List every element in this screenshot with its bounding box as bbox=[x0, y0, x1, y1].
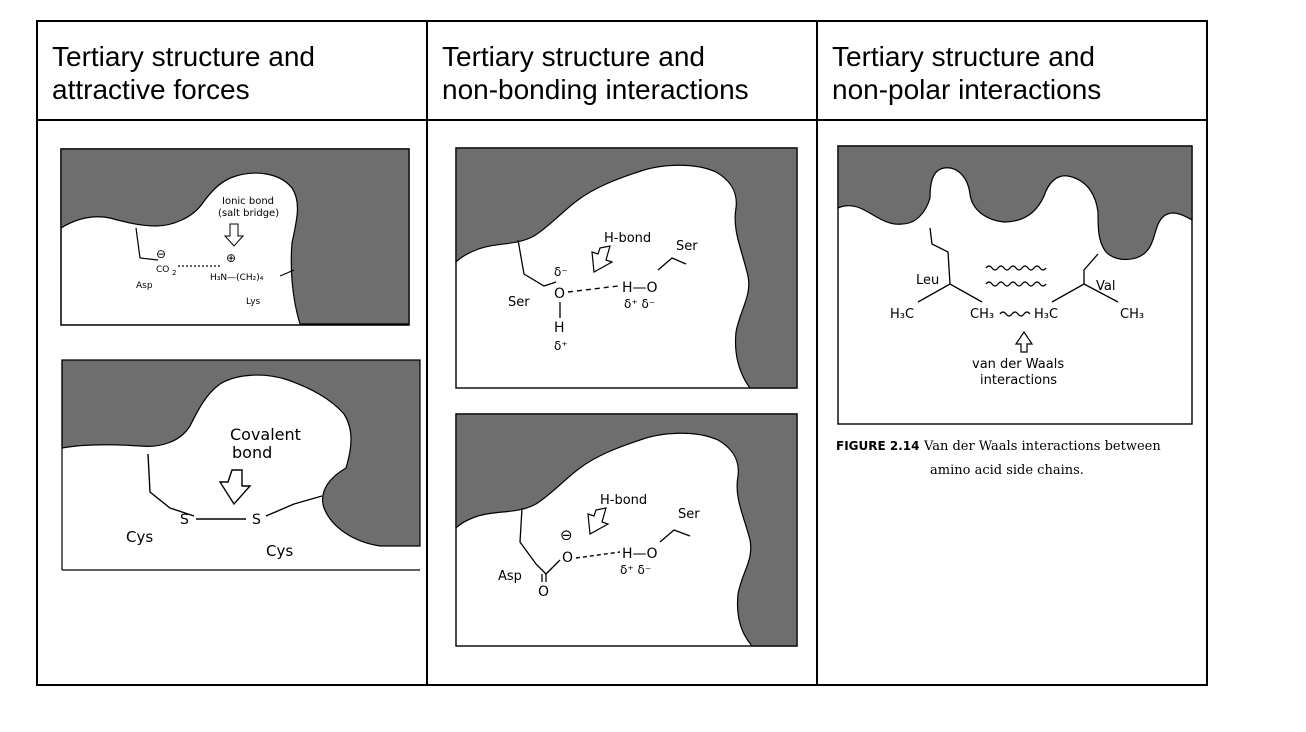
ser-label: Ser bbox=[678, 507, 700, 522]
salt-bridge-subtitle: (salt bridge) bbox=[218, 208, 279, 219]
ionic-bond-diagram: Ionic bond (salt bridge) ⊖ ⊕ CO 2 H₃N—(C… bbox=[60, 148, 412, 328]
figure-caption-line1: Van der Waals interactions between bbox=[923, 439, 1161, 454]
vdw-wave bbox=[985, 265, 1047, 271]
arrow-down-icon bbox=[591, 245, 614, 273]
sulfur-right: S bbox=[252, 512, 261, 528]
hbond-ser-diagram: H-bond Ser δ⁻ O H—O δ⁺ δ⁻ Ser H δ⁺ bbox=[454, 146, 800, 390]
figure-caption-line2: amino acid side chains. bbox=[930, 463, 1084, 478]
covalent-bond-subtitle: bond bbox=[232, 443, 272, 462]
header-non-polar: Tertiary structure and non-polar interac… bbox=[832, 41, 1102, 105]
column-divider bbox=[816, 22, 818, 684]
cys-left-label: Cys bbox=[126, 528, 153, 546]
ser-right-label: Ser bbox=[676, 239, 698, 254]
hydroxyl-deltas: δ⁺ δ⁻ bbox=[624, 297, 655, 311]
asp-label: Asp bbox=[136, 281, 153, 291]
covalent-bond-title: Covalent bbox=[230, 425, 301, 444]
header-divider bbox=[38, 119, 1206, 121]
cys-right-label: Cys bbox=[266, 542, 293, 560]
oxygen-label: O bbox=[554, 286, 565, 302]
ch3-mid-label: CH₃ bbox=[970, 307, 994, 322]
hbond-title: H-bond bbox=[604, 231, 651, 246]
hydroxyl-deltas: δ⁺ δ⁻ bbox=[620, 563, 651, 577]
leu-label: Leu bbox=[916, 273, 939, 288]
header-attractive-forces: Tertiary structure and attractive forces bbox=[52, 41, 315, 105]
vdw-label-line2: interactions bbox=[980, 373, 1057, 388]
hydroxyl-label: H—O bbox=[622, 280, 658, 296]
ch3-right-label: CH₃ bbox=[1120, 307, 1144, 322]
carbonyl-oxygen: O bbox=[538, 584, 549, 600]
protein-surface bbox=[455, 413, 798, 647]
protein-surface bbox=[60, 148, 410, 325]
sulfur-left: S bbox=[180, 512, 189, 528]
hbond-title: H-bond bbox=[600, 493, 647, 508]
hydrogen-label: H bbox=[554, 320, 565, 336]
protein-surface bbox=[455, 147, 798, 389]
covalent-bond-diagram: Covalent bond S S Cys Cys bbox=[60, 358, 422, 572]
hbond-asp-diagram: H-bond Ser ⊖ O H—O δ⁺ δ⁻ Asp O bbox=[454, 412, 800, 648]
vdw-wave bbox=[985, 281, 1047, 287]
header-non-bonding: Tertiary structure and non-bonding inter… bbox=[442, 41, 749, 105]
figure-label: FIGURE 2.14 bbox=[836, 439, 919, 453]
comparison-table: Tertiary structure and attractive forces… bbox=[36, 20, 1208, 686]
delta-minus-o: δ⁻ bbox=[554, 265, 568, 279]
arrow-down-icon bbox=[587, 507, 610, 535]
arrow-down-icon bbox=[223, 223, 245, 247]
protein-surface bbox=[61, 359, 421, 547]
ser-left-label: Ser bbox=[508, 295, 530, 310]
plus-charge: ⊕ bbox=[226, 251, 236, 265]
asp-label: Asp bbox=[498, 569, 522, 584]
ionic-bond-title: Ionic bond bbox=[222, 196, 274, 207]
vdw-label-line1: van der Waals bbox=[972, 357, 1064, 372]
vdw-wave bbox=[999, 311, 1031, 317]
minus-charge: ⊖ bbox=[156, 247, 166, 261]
ester-oxygen: O bbox=[562, 550, 573, 566]
protein-surface bbox=[837, 145, 1193, 261]
minus-charge: ⊖ bbox=[560, 526, 573, 544]
delta-plus-h: δ⁺ bbox=[554, 339, 568, 353]
carboxylate-subscript: 2 bbox=[172, 269, 176, 277]
carboxylate-label: CO bbox=[156, 265, 169, 275]
column-divider bbox=[426, 22, 428, 684]
lys-label: Lys bbox=[246, 297, 261, 307]
amine-label: H₃N—(CH₂)₄ bbox=[210, 273, 264, 283]
hydroxyl-label: H—O bbox=[622, 546, 658, 562]
val-label: Val bbox=[1096, 279, 1115, 294]
h3c-mid-label: H₃C bbox=[1034, 307, 1058, 322]
arrow-down-icon bbox=[218, 469, 252, 506]
h3c-left-label: H₃C bbox=[890, 307, 914, 322]
arrow-up-icon bbox=[1014, 330, 1034, 353]
van-der-waals-diagram: Leu Val H₃C CH₃ H₃C CH₃ van der Waals in… bbox=[836, 144, 1198, 484]
